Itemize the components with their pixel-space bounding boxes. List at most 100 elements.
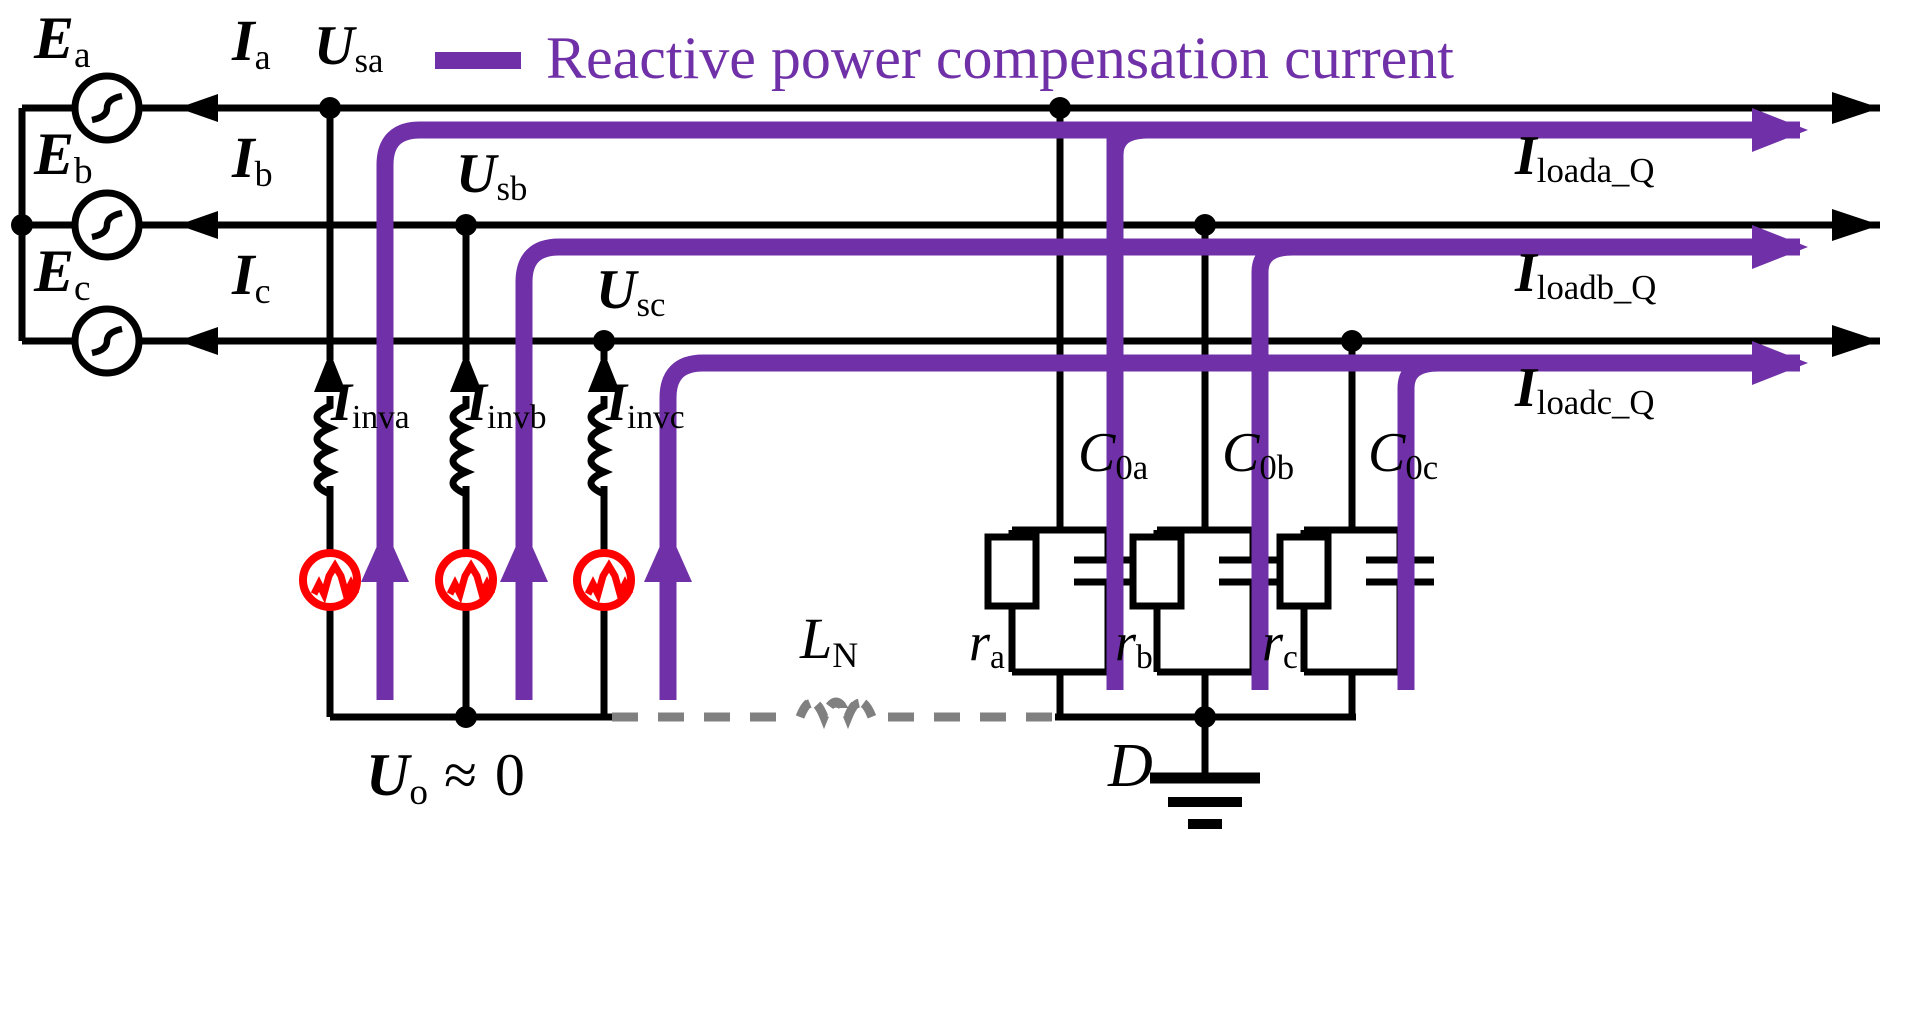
capacitor-label-c: C0c xyxy=(1368,422,1438,485)
rb-symbol: r xyxy=(1115,612,1137,672)
capacitor-label-b: C0b xyxy=(1222,425,1294,485)
junction-inverter-neutral xyxy=(455,706,477,728)
rc-subscript: c xyxy=(1283,639,1298,677)
compensation-path-a xyxy=(376,121,1800,700)
iinvc-arrowhead xyxy=(588,352,620,392)
iinvb-symbol: I xyxy=(466,372,488,432)
ea-subscript: a xyxy=(74,34,91,76)
ec-subscript: c xyxy=(74,267,91,309)
uo-subscript: o xyxy=(409,771,428,813)
iinva-symbol: I xyxy=(331,372,353,432)
phase-a-end-arrowhead xyxy=(1832,92,1880,124)
legend-label: Reactive power compensation current xyxy=(546,28,1454,88)
iloadc-subscript: loadc_Q xyxy=(1536,383,1655,423)
usb-symbol: U xyxy=(456,143,497,205)
node-label-usa: Usa xyxy=(314,15,383,78)
load-current-label-a: Iloada_Q xyxy=(1515,125,1654,188)
junction-usc xyxy=(593,330,615,352)
compensation-c-arrowhead xyxy=(1752,341,1808,385)
phase-b-end-arrowhead xyxy=(1832,209,1880,241)
ac-source-a-icon xyxy=(71,72,143,144)
compensation-corner-a xyxy=(1106,121,1149,156)
iloada-symbol: I xyxy=(1515,125,1537,187)
neutral-inductor-link xyxy=(612,697,1058,730)
capacitor-label-a: C0a xyxy=(1078,422,1148,485)
inductor-c-icon xyxy=(587,396,613,500)
ra-symbol: r xyxy=(969,612,991,672)
resistor-c-body xyxy=(1276,533,1332,610)
ia-subscript: a xyxy=(254,36,271,77)
inverter-current-label-c: Iinvc xyxy=(606,375,685,434)
iinva-arrowhead xyxy=(314,352,346,392)
compensation-path-c xyxy=(659,354,1800,700)
ac-source-group xyxy=(71,72,143,377)
usa-symbol: U xyxy=(314,15,355,77)
ra-subscript: a xyxy=(990,639,1005,677)
ic-arrowhead xyxy=(178,327,218,355)
pwm-inverter-a-icon xyxy=(299,549,361,611)
pwm-inverter-symbols xyxy=(299,549,635,611)
node-label-usb: Usb xyxy=(456,143,527,206)
junction-usb xyxy=(455,214,477,236)
c0a-subscript: 0a xyxy=(1115,448,1149,488)
source-label-ec: Ec xyxy=(34,241,91,307)
inverter-b-comp-arrowhead xyxy=(500,528,548,582)
load-current-label-b: Iloadb_Q xyxy=(1515,242,1656,305)
neutral-inductor-coil xyxy=(795,697,877,730)
eb-symbol: E xyxy=(34,121,75,187)
legend-text: Reactive power compensation current xyxy=(546,25,1454,91)
c0a-symbol: C xyxy=(1078,422,1116,484)
inverter-branches xyxy=(313,352,620,500)
junction-source-neutral xyxy=(11,214,33,236)
compensation-corner-c xyxy=(1397,354,1440,389)
pwm-inverter-b-icon xyxy=(435,549,497,611)
power-wires xyxy=(18,104,1880,775)
current-label-ia: Ia xyxy=(232,12,271,75)
junction-loada xyxy=(1049,97,1071,119)
inverter-current-label-a: Iinva xyxy=(331,372,410,434)
junction-usa xyxy=(319,97,341,119)
c0b-subscript: 0b xyxy=(1259,448,1295,488)
ia-symbol: I xyxy=(232,8,255,73)
compensation-b-arrowhead xyxy=(1752,225,1808,269)
iloadb-subscript: loadb_Q xyxy=(1536,268,1657,308)
node-label-usc: Usc xyxy=(596,259,665,322)
current-label-ic: Ic xyxy=(232,246,271,309)
phase-current-arrowheads xyxy=(178,92,1880,357)
usa-subscript: sa xyxy=(354,41,384,81)
resistor-label-a: ra xyxy=(969,612,1005,674)
ac-source-c-icon xyxy=(71,305,143,377)
iloadb-symbol: I xyxy=(1515,242,1537,304)
rb-subscript: b xyxy=(1136,639,1153,677)
inductor-a-icon xyxy=(313,396,339,500)
usc-subscript: sc xyxy=(636,285,666,325)
resistor-label-b: rb xyxy=(1115,612,1153,674)
ln-subscript: N xyxy=(832,634,859,675)
resistor-b-body xyxy=(1129,533,1185,610)
inductor-b-icon xyxy=(449,396,475,500)
source-label-eb: Eb xyxy=(34,121,93,190)
junction-loadc xyxy=(1341,330,1363,352)
earth-ground-icon xyxy=(1150,772,1260,829)
usc-symbol: U xyxy=(596,259,637,321)
phase-c-end-arrowhead xyxy=(1832,325,1880,357)
ea-symbol: E xyxy=(34,5,75,71)
ia-arrowhead xyxy=(178,94,218,122)
ln-symbol: L xyxy=(800,606,833,671)
iinvb-arrowhead xyxy=(450,352,482,392)
current-label-ib: Ib xyxy=(232,129,273,192)
iloada-subscript: loada_Q xyxy=(1536,151,1655,191)
load-current-label-c: Iloadc_Q xyxy=(1515,360,1654,420)
rc-symbol: r xyxy=(1262,612,1284,672)
ib-subscript: b xyxy=(254,153,273,194)
compensation-arrowheads xyxy=(361,108,1808,582)
neutral-voltage-label: Uo≈0 xyxy=(366,742,525,811)
uo-value: 0 xyxy=(494,742,525,808)
ib-arrowhead xyxy=(178,211,218,239)
junction-dots xyxy=(11,97,1363,728)
legend-color-swatch xyxy=(435,52,521,69)
c0c-symbol: C xyxy=(1368,422,1406,484)
resistor-a-body xyxy=(984,533,1040,610)
c0c-subscript: 0c xyxy=(1405,448,1439,488)
iinvc-subscript: invc xyxy=(627,399,685,437)
